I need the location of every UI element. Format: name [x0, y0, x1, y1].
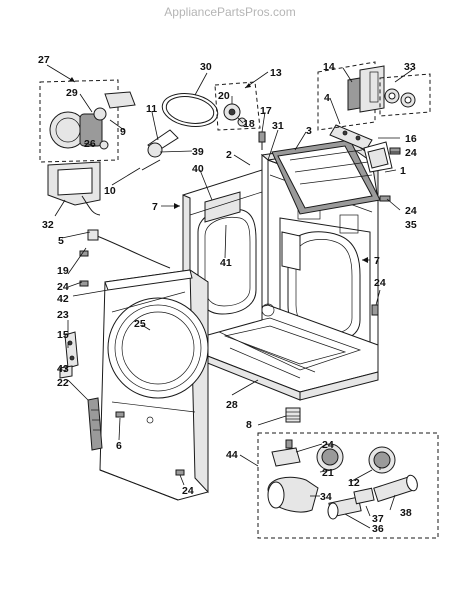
callout-4: 4 — [324, 92, 330, 104]
callout-29: 29 — [66, 87, 78, 99]
callout-22: 22 — [57, 377, 69, 389]
callout-25: 25 — [134, 318, 146, 330]
callout-30: 30 — [200, 61, 212, 73]
small-hardware — [59, 131, 401, 476]
callout-14: 14 — [323, 61, 335, 73]
callout-24: 24 — [405, 147, 417, 159]
callout-26: 26 — [84, 138, 96, 150]
leveling-foot — [285, 407, 301, 423]
drive-belt — [161, 93, 219, 127]
callout-43: 43 — [57, 363, 69, 375]
callout-3: 3 — [306, 125, 312, 137]
callout-11: 11 — [146, 103, 157, 115]
callout-24: 24 — [322, 439, 334, 451]
callout-31: 31 — [272, 120, 284, 132]
callout-39: 39 — [192, 146, 204, 158]
callout-24: 24 — [405, 205, 417, 217]
callout-37: 37 — [372, 513, 384, 525]
callout-6: 6 — [116, 440, 122, 452]
drive-motor-group — [39, 79, 136, 163]
idler-arm — [141, 129, 179, 171]
callout-42: 42 — [57, 293, 69, 305]
callout-1: 1 — [400, 165, 406, 177]
callout-41: 41 — [220, 257, 232, 269]
callout-9: 9 — [120, 126, 126, 138]
callout-12: 12 — [348, 477, 360, 489]
wiring-harness-box — [317, 61, 385, 131]
top-rail — [271, 139, 381, 215]
base-frame — [204, 303, 379, 401]
callout-23: 23 — [57, 309, 69, 321]
callout-24: 24 — [182, 485, 194, 497]
callout-16: 16 — [405, 133, 417, 145]
callout-2: 2 — [226, 149, 232, 161]
callout-17: 17 — [260, 105, 272, 117]
callout-35: 35 — [405, 219, 417, 231]
callout-32: 32 — [42, 219, 54, 231]
leader-lines — [46, 64, 413, 529]
callout-13: 13 — [270, 67, 282, 79]
callout-28: 28 — [226, 399, 238, 411]
callout-7: 7 — [152, 201, 158, 213]
terminal-block-group — [379, 73, 431, 117]
callout-7: 7 — [374, 255, 380, 267]
callout-24: 24 — [374, 277, 386, 289]
callout-20: 20 — [218, 90, 230, 102]
callout-36: 36 — [372, 523, 384, 535]
callout-15: 15 — [57, 329, 69, 341]
callout-24: 24 — [57, 281, 69, 293]
callout-38: 38 — [400, 507, 412, 519]
callout-19: 19 — [57, 265, 69, 277]
door-stop-bracket — [363, 141, 393, 173]
callout-5: 5 — [58, 235, 64, 247]
callout-8: 8 — [246, 419, 252, 431]
vent-kit-group — [257, 432, 439, 539]
callout-labels: 27 30 13 14 33 29 11 20 17 4 9 18 31 3 1… — [38, 54, 417, 535]
callout-27: 27 — [38, 54, 50, 66]
watermark-text: AppliancePartsPros.com — [164, 5, 295, 19]
door-latch-strip — [87, 397, 103, 451]
callout-21: 21 — [322, 467, 334, 479]
callout-40: 40 — [192, 163, 204, 175]
callout-33: 33 — [404, 61, 416, 73]
front-panel — [99, 269, 209, 501]
callout-18: 18 — [243, 118, 255, 130]
callout-44: 44 — [226, 449, 238, 461]
callout-10: 10 — [104, 185, 116, 197]
callout-34: 34 — [320, 491, 332, 503]
blower-bracket — [47, 161, 101, 216]
